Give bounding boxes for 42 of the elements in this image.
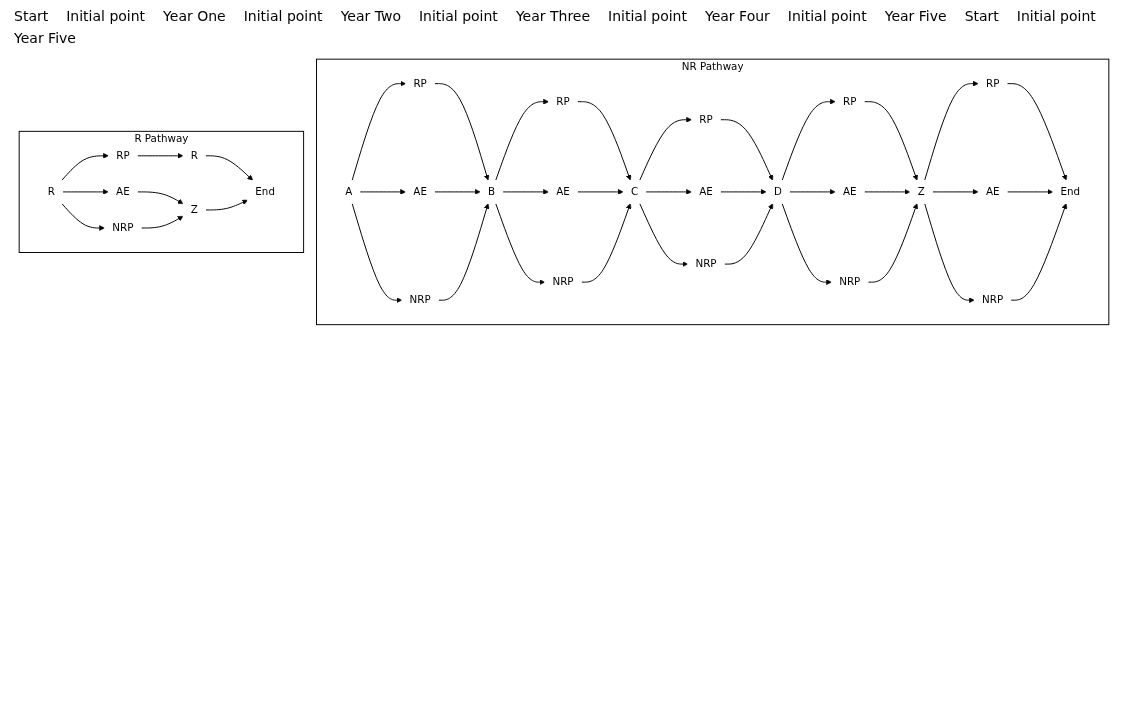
column-header: Start: [964, 8, 999, 24]
node-text: RP: [555, 95, 570, 108]
node-text: AE: [842, 185, 857, 198]
node-text: End: [1060, 185, 1080, 198]
column-header: Year Three: [515, 8, 591, 24]
column-header: Initial point: [418, 8, 498, 24]
node-text: RP: [698, 113, 713, 126]
node-text: AE: [985, 185, 999, 198]
node-text: End: [254, 185, 275, 198]
node-text: Z: [190, 203, 198, 216]
node-text: NRP: [409, 293, 431, 306]
column-header: Initial point: [787, 8, 867, 24]
node-text: C: [630, 185, 638, 198]
column-header: Initial point: [243, 8, 323, 24]
node-text: NRP: [551, 275, 574, 288]
node-text: AE: [555, 185, 570, 198]
column-header: Year Four: [705, 8, 770, 24]
node-text: RP: [115, 149, 130, 162]
node-text: Z: [917, 185, 925, 198]
node-text: A: [344, 185, 352, 198]
node-text: NRP: [981, 293, 1003, 306]
node-text: R: [190, 149, 198, 162]
node-text: B: [487, 185, 495, 198]
column-header: Initial point: [608, 8, 687, 24]
column-header: Start: [14, 8, 49, 24]
column-header: Year Five: [884, 8, 947, 24]
node-text: AE: [698, 185, 713, 198]
node-text: RP: [842, 95, 856, 108]
node-text: NRP: [694, 257, 717, 270]
node-text: AE: [412, 185, 427, 198]
node-text: NRP: [111, 221, 133, 234]
node-text: AE: [115, 185, 130, 198]
node-text: RP: [985, 77, 999, 90]
column-header: Year Two: [340, 8, 401, 24]
node-text: R: [47, 185, 55, 198]
column-header: Initial point: [66, 8, 146, 24]
column-header: Year One: [163, 8, 226, 24]
column-header: Year Five: [14, 30, 76, 46]
node-text: D: [773, 185, 782, 198]
column-header: Initial point: [1016, 8, 1096, 24]
node-text: NRP: [838, 275, 860, 288]
node-text: RP: [412, 77, 427, 90]
